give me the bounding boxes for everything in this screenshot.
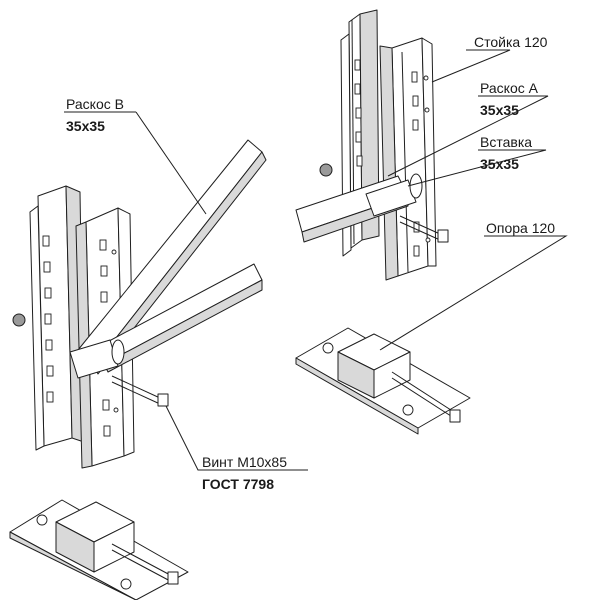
base-plate-right — [295, 327, 471, 435]
label-opora: Опора 120 — [486, 220, 555, 236]
upright-slots-right — [354, 59, 431, 257]
leader-raskos-a — [387, 95, 549, 177]
label-vint: Винт М10х85 — [202, 454, 287, 470]
label-raskos-b-size-wrap: 35x35 — [66, 118, 105, 134]
label-raskos-a-size: 35x35 — [480, 102, 519, 118]
leader-vstavka — [407, 149, 547, 187]
left-assembly — [9, 139, 267, 600]
base-plate-left — [9, 499, 189, 600]
label-raskos-b-name: Раскос В — [66, 96, 124, 112]
label-raskos-b-size: 35x35 — [66, 118, 105, 134]
label-vstavka: Вставка — [480, 134, 532, 150]
leader-stoyka — [431, 49, 511, 83]
label-vint-name: Винт М10х85 — [202, 454, 287, 470]
label-raskos-a-size-wrap: 35x35 — [480, 102, 519, 118]
label-vstavka-size-wrap: 35x35 — [480, 156, 519, 172]
label-raskos-a-name: Раскос А — [480, 80, 538, 96]
label-vstavka-name: Вставка — [480, 134, 533, 150]
upper-right-assembly — [295, 9, 471, 435]
bolt-left — [12, 313, 169, 407]
leader-opora — [379, 235, 568, 351]
label-vint-standard-wrap: ГОСТ 7798 — [202, 476, 274, 492]
label-stoyka-name: Стойка 120 — [474, 34, 548, 50]
label-vint-standard: ГОСТ 7798 — [202, 476, 274, 492]
brace-b-left — [77, 139, 267, 375]
upright-slots-left — [42, 235, 119, 437]
insert-right — [365, 173, 423, 217]
bolt-right — [319, 163, 449, 243]
label-raskos-b: Раскос В — [66, 96, 124, 112]
leader-vint — [165, 405, 308, 471]
upright-post-right-front — [379, 37, 437, 281]
label-stoyka: Стойка 120 — [474, 34, 547, 50]
label-opora-name: Опора 120 — [486, 220, 556, 236]
label-raskos-a: Раскос А — [480, 80, 538, 96]
insert-left — [69, 339, 125, 379]
label-vstavka-size: 35x35 — [480, 156, 519, 172]
leader-lines — [64, 49, 568, 471]
leader-raskos-b — [135, 111, 207, 215]
